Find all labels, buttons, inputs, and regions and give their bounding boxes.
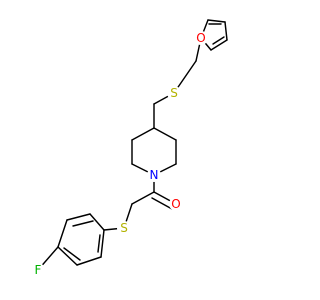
fluorine-label: F	[35, 263, 42, 277]
lower-sulfur-label: S	[120, 221, 128, 235]
upper-sulfur-label: S	[170, 86, 178, 100]
piperidine-nitrogen-label: N	[150, 168, 159, 182]
chemical-structure-diagram: O S N O S F	[31, 19, 228, 277]
phenyl-inner-double-bond-1	[72, 220, 94, 227]
phenyl-bond-1	[89, 213, 105, 231]
furan-oxygen-label: O	[196, 31, 205, 45]
furan-inner-double-bond-1	[212, 36, 225, 45]
furan-bond-2	[210, 39, 228, 51]
atom-label-carbonyl-oxygen: O	[169, 197, 183, 211]
carbonyl-to-methylene-bond	[131, 191, 155, 205]
carbonyl-double-bond-b	[151, 197, 173, 210]
furan-bond-4	[207, 19, 226, 23]
carbonyl-oxygen-label: O	[171, 197, 180, 211]
atom-label-lower-sulfur: S	[117, 221, 131, 235]
atom-label-upper-sulfur: S	[167, 86, 181, 100]
phenyl-bond-2	[66, 213, 91, 221]
atom-label-piperidine-nitrogen: N	[147, 168, 161, 182]
phenyl-bond-3	[57, 219, 68, 248]
piperidine-bond-1	[153, 127, 177, 141]
atom-label-furan-oxygen: O	[194, 31, 208, 45]
furan-bond-3	[224, 21, 228, 41]
phenyl-inner-double-bond-3	[97, 234, 101, 253]
phenyl-inner-double-bond-2	[63, 247, 81, 261]
piperidine-bond-6	[131, 127, 155, 141]
atom-label-fluorine: F	[31, 263, 45, 277]
phenyl-bond-5	[76, 256, 102, 266]
phenyl-bond-4	[57, 246, 78, 266]
bond-layer	[37, 19, 228, 271]
phenyl-bond-6	[100, 229, 105, 258]
